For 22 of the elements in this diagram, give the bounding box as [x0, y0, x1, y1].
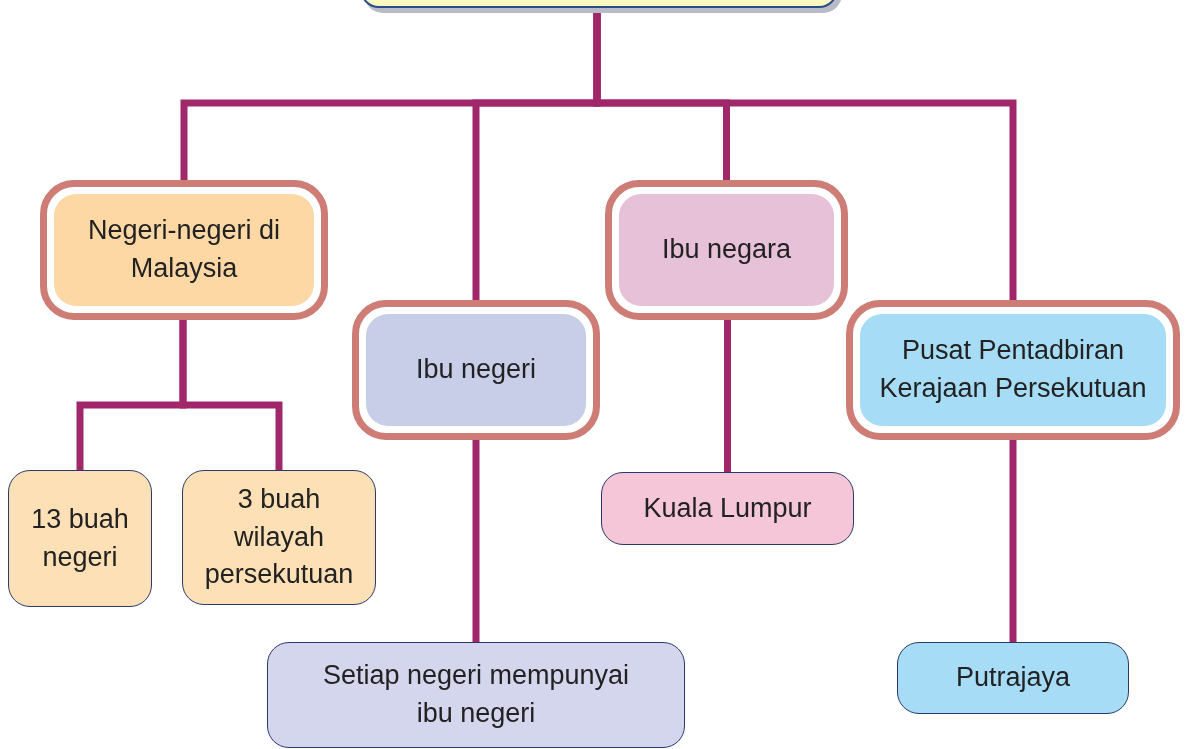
category-box: [352, 300, 600, 440]
connector-line: [724, 320, 731, 472]
category-box: [605, 180, 848, 320]
node-label: Kuala Lumpur: [643, 491, 812, 525]
item-box: [267, 642, 685, 748]
item-box: [182, 470, 376, 605]
node-label: Pusat Pentadbiran Kerajaan Persekutuan: [878, 334, 1148, 405]
item-box: [8, 470, 152, 607]
category-box: [40, 180, 328, 320]
node-label: Putrajaya: [955, 661, 1071, 695]
item-box: [897, 642, 1129, 714]
category-box: [846, 300, 1180, 440]
item-box: [601, 472, 854, 545]
node-label: Setiap negeri mempunyai ibu negeri: [321, 659, 631, 730]
connector-line: [179, 320, 283, 470]
node-label: Negeri-negeri di Malaysia: [86, 214, 282, 285]
node-label: Ibu negeri: [415, 353, 537, 387]
node-label: 13 buah negeri: [30, 502, 130, 574]
node-label: 3 buah wilayah persekutuan: [203, 482, 355, 592]
connector-line: [1009, 440, 1017, 642]
node-label: Ibu negara: [661, 233, 792, 267]
connector-line: [472, 440, 480, 642]
